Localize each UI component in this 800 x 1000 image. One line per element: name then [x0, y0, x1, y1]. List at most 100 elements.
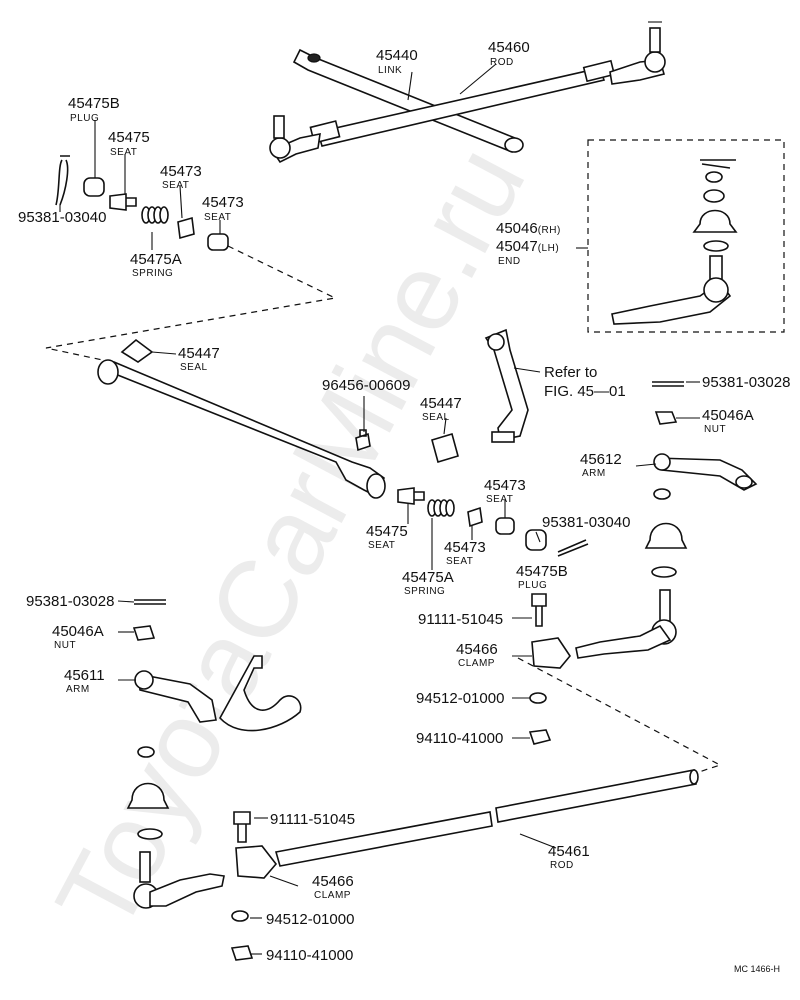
label-91111-51045-mid: 91111-51045 [418, 611, 503, 628]
svg-text:SEAT: SEAT [204, 212, 231, 223]
svg-text:45046A: 45046A [52, 623, 104, 640]
bolt-91111-51045-low [233, 811, 251, 843]
label-refer-fig: Refer to FIG. 45—01 [544, 364, 626, 400]
tie-rod-end-top-right [609, 21, 666, 85]
tie-rod-end-mid-right [575, 589, 677, 659]
nut-94110-41000-mid [528, 729, 552, 745]
spring-45475A-top [141, 206, 169, 224]
svg-text:LINK: LINK [378, 65, 402, 76]
label-45046A-left: 45046A NUT [52, 623, 104, 651]
label-45046-45047: 45046(RH) 45047(LH) END [496, 220, 561, 267]
svg-text:SEAT: SEAT [446, 556, 473, 567]
pitman-arm [484, 328, 529, 443]
label-94512-01000-low: 94512-01000 [266, 911, 354, 928]
label-45611: 45611 ARM [64, 667, 105, 695]
svg-text:Refer to: Refer to [544, 364, 597, 381]
rod-45460 [309, 59, 616, 147]
label-45440: 45440 LINK [376, 47, 418, 76]
boot-left [126, 782, 170, 809]
plug-45475B-mid [525, 529, 547, 551]
seat-45473-mid-a [467, 506, 483, 528]
tie-rod-end-top-left [269, 115, 321, 164]
svg-text:SEAT: SEAT [162, 180, 189, 191]
nut-45046A-right [654, 411, 678, 425]
label-96456-00609: 96456-00609 [322, 377, 410, 394]
end-assembly-box [587, 139, 785, 333]
washer-right-1 [653, 488, 671, 500]
cotter-pin-95381-03040-top [55, 155, 70, 206]
svg-text:END: END [498, 256, 521, 267]
svg-text:ROD: ROD [490, 57, 514, 68]
svg-text:45473: 45473 [160, 163, 202, 180]
seat-45473-top-b [207, 233, 229, 251]
label-95381-03040-top: 95381-03040 [18, 209, 106, 226]
label-94110-41000-mid: 94110-41000 [416, 730, 503, 747]
svg-text:45475: 45475 [108, 129, 150, 146]
label-95381-03028-right: 95381-03028 [702, 374, 790, 391]
svg-text:PLUG: PLUG [518, 580, 547, 591]
label-45473-mid-a: 45473 SEAT [484, 477, 526, 505]
clamp-45466-mid [531, 637, 571, 669]
washer-94512-01000-low [231, 910, 249, 922]
svg-text:45612: 45612 [580, 451, 622, 468]
svg-text:SPRING: SPRING [132, 268, 173, 279]
tie-rod-end-low-left [133, 851, 225, 909]
svg-text:45475A: 45475A [130, 251, 182, 268]
nut-94110-41000-low [230, 945, 254, 961]
svg-text:PLUG: PLUG [70, 113, 99, 124]
svg-text:45046(RH): 45046(RH) [496, 220, 561, 237]
bolt-91111-51045-mid [531, 593, 547, 627]
svg-text:45473: 45473 [202, 194, 244, 211]
svg-text:45611: 45611 [64, 667, 105, 684]
cotter-pin-95381-03028-right [652, 381, 684, 387]
assembly-dash-line-left [45, 245, 337, 363]
svg-text:45475B: 45475B [68, 95, 120, 112]
washer-94512-01000-mid [529, 692, 547, 704]
svg-text:45475: 45475 [366, 523, 408, 540]
nut-45046A-left [132, 625, 156, 641]
svg-text:45461: 45461 [548, 843, 590, 860]
label-45460: 45460 ROD [488, 39, 530, 68]
svg-text:NUT: NUT [54, 640, 76, 651]
label-95381-03028-left: 95381-03028 [26, 593, 114, 610]
label-45475A-top: 45475A SPRING [130, 251, 182, 279]
relay-rod-tube [97, 359, 386, 499]
svg-text:45440: 45440 [376, 47, 418, 64]
seat-45473-top-a [177, 216, 195, 240]
label-45612: 45612 ARM [580, 451, 622, 479]
label-91111-51045-low: 91111-51045 [270, 811, 355, 828]
label-45473-mid-b: 45473 SEAT [444, 539, 486, 567]
svg-text:45475B: 45475B [516, 563, 568, 580]
svg-text:45473: 45473 [484, 477, 526, 494]
seal-45447-mid [431, 432, 459, 464]
svg-text:45473: 45473 [444, 539, 486, 556]
label-45475B-mid: 45475B PLUG [516, 563, 568, 591]
label-94110-41000-low: 94110-41000 [266, 947, 353, 964]
label-94512-01000-mid: 94512-01000 [416, 690, 504, 707]
seat-45475-mid [397, 487, 425, 505]
svg-text:SEAT: SEAT [486, 494, 513, 505]
label-45475-mid: 45475 SEAT [366, 523, 408, 551]
label-45466-low: 45466 CLAMP [312, 873, 354, 901]
svg-text:NUT: NUT [704, 424, 726, 435]
svg-text:45466: 45466 [456, 641, 498, 658]
arm-45611 [134, 655, 302, 732]
label-45475-top: 45475 SEAT [108, 129, 150, 158]
svg-text:SEAL: SEAL [180, 362, 208, 373]
label-45447-mid: 45447 SEAL [420, 395, 462, 423]
label-45046A-right: 45046A NUT [702, 407, 754, 435]
svg-text:ARM: ARM [582, 468, 606, 479]
svg-text:45047(LH): 45047(LH) [496, 238, 559, 255]
seat-45475-top [109, 193, 137, 211]
label-45461: 45461 ROD [548, 843, 590, 871]
svg-text:CLAMP: CLAMP [314, 890, 351, 901]
washer-left-2 [137, 828, 163, 840]
svg-text:FIG. 45—01: FIG. 45—01 [544, 383, 626, 400]
svg-text:CLAMP: CLAMP [458, 658, 495, 669]
leader-lines [59, 63, 700, 955]
label-95381-03040-mid: 95381-03040 [542, 514, 630, 531]
seal-45447-left [120, 338, 154, 363]
label-45447-left: 45447 SEAL [178, 345, 220, 373]
svg-text:SEAT: SEAT [368, 540, 395, 551]
svg-text:45046A: 45046A [702, 407, 754, 424]
